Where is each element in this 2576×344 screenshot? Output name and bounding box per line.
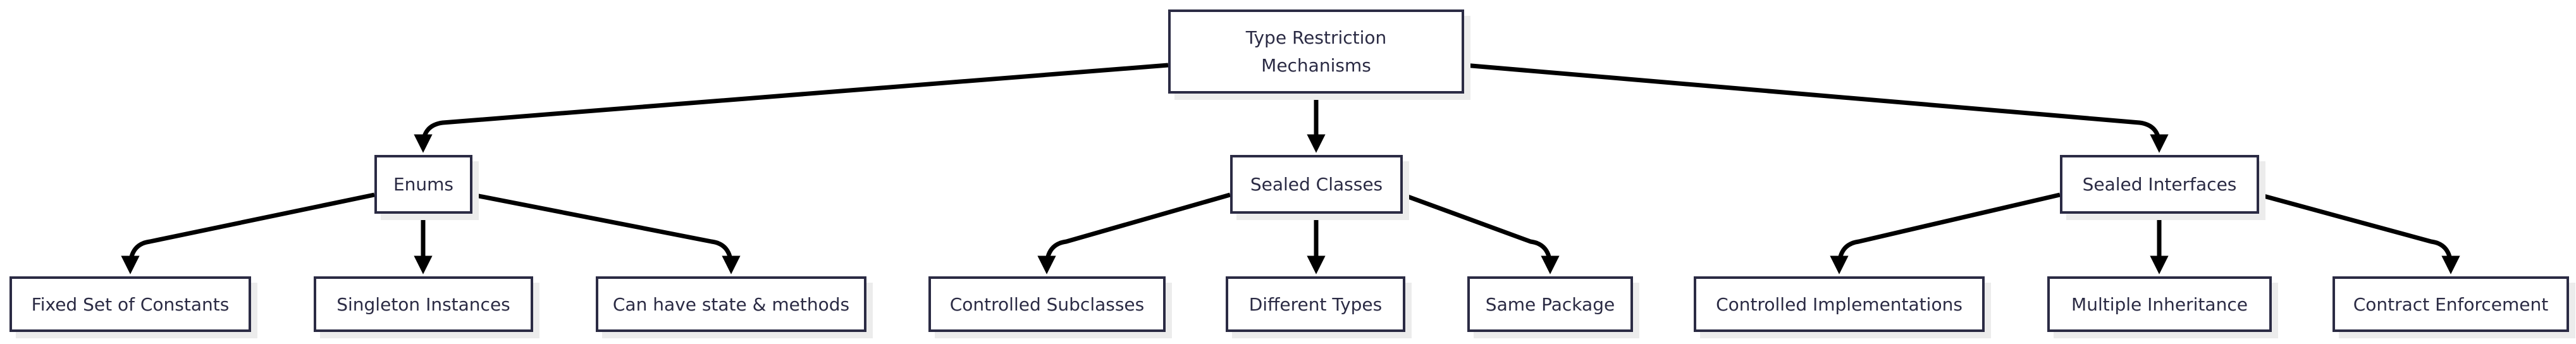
edge-sealed-classes-to-same-package [1402,192,1560,274]
node-controlled-subclasses: Controlled Subclasses [928,276,1166,332]
node-type-restriction-mechanisms: Type Restriction Mechanisms [1168,9,1464,94]
edge-sealed-interfaces-to-contract-enforcement [2259,192,2460,274]
edge-root-to-sealed-interfaces [1464,63,2169,153]
node-sealed-interfaces: Sealed Interfaces [2060,155,2259,214]
node-label: Different Types [1248,293,1383,315]
edge-sealed-interfaces-to-controlled-implementations [1830,192,2061,274]
node-label: Controlled Implementations [1716,293,1963,315]
node-enums: Enums [374,155,472,214]
node-label: Type Restriction Mechanisms [1245,27,1387,76]
edge-root-to-enums [414,63,1169,153]
edge-enums-to-state-methods [472,192,741,274]
node-label: Multiple Inheritance [2071,293,2248,315]
node-controlled-implementations: Controlled Implementations [1694,276,1985,332]
node-label: Same Package [1485,293,1615,315]
node-label: Contract Enforcement [2353,293,2549,315]
node-same-package: Same Package [1467,276,1633,332]
node-label: Fixed Set of Constants [31,293,230,315]
node-fixed-set-of-constants: Fixed Set of Constants [9,276,251,332]
node-contract-enforcement: Contract Enforcement [2333,276,2569,332]
node-label: Singleton Instances [336,293,510,315]
node-label: Enums [393,174,454,195]
node-singleton-instances: Singleton Instances [314,276,533,332]
node-label: Sealed Interfaces [2082,174,2237,195]
node-can-have-state-and-methods: Can have state & methods [596,276,866,332]
node-label: Controlled Subclasses [949,293,1145,315]
node-label: Sealed Classes [1250,174,1383,195]
node-different-types: Different Types [1226,276,1405,332]
edge-sealed-classes-to-controlled-subclasses [1037,192,1231,274]
node-label: Can have state & methods [612,293,850,315]
node-sealed-classes: Sealed Classes [1230,155,1403,214]
edge-enums-to-fixed-set [121,192,375,274]
node-multiple-inheritance: Multiple Inheritance [2047,276,2272,332]
